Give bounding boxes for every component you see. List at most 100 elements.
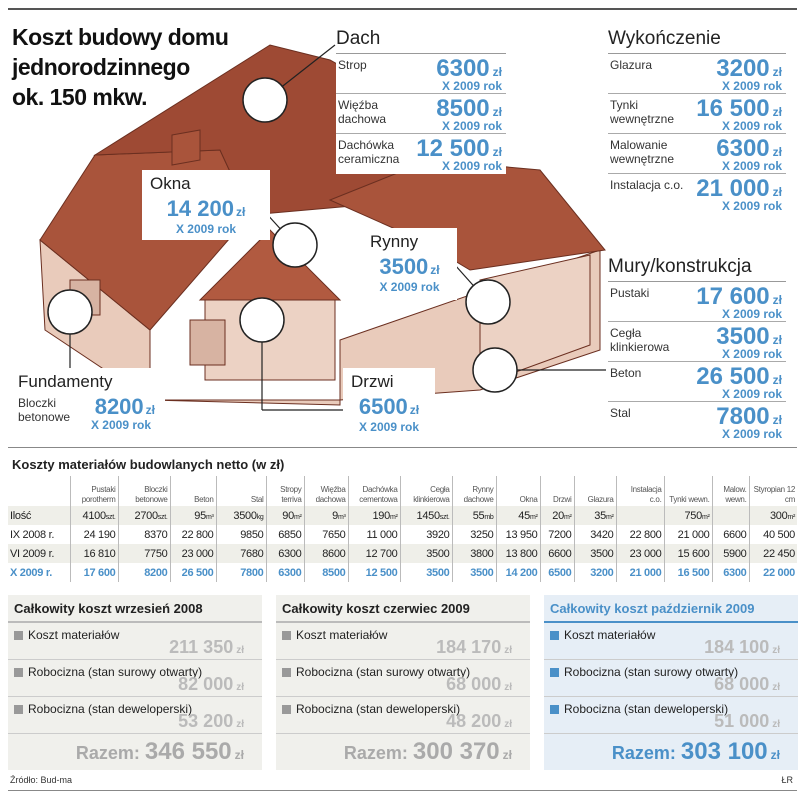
- detail-circle-roof: [242, 77, 288, 123]
- quantity-value: 4100: [82, 509, 107, 522]
- detail-circle-window: [272, 222, 318, 268]
- currency: zł: [772, 373, 782, 387]
- row-label: Malowanie wewnętrzne: [610, 138, 675, 166]
- row-label: Dachówka ceramiczna: [338, 138, 400, 166]
- bottom-rule: [8, 790, 797, 791]
- table-cell: 7750: [117, 544, 170, 563]
- table-cell: 6300: [265, 544, 304, 563]
- row-label: Stal: [610, 406, 631, 420]
- quantity-unit: szt.: [439, 513, 450, 521]
- table-cell: 6300: [711, 563, 749, 582]
- quantity-value: 750: [684, 509, 702, 522]
- currency: zł: [492, 145, 502, 159]
- quantity-value: 35: [594, 509, 606, 522]
- quantity-cell: 750m²: [663, 506, 712, 525]
- currency: zł: [772, 293, 782, 307]
- quantity-cell: 9m³: [303, 506, 348, 525]
- value-number: 6300: [716, 135, 770, 162]
- detail-circle-foundation: [47, 289, 93, 335]
- square-bullet-icon: [14, 705, 23, 714]
- panel-title: Mury/konstrukcja: [608, 256, 786, 282]
- quantity-cell: [711, 506, 749, 525]
- quantity-value: 95: [194, 509, 206, 522]
- quantity-cell: 90m²: [265, 506, 304, 525]
- quantity-unit: m²: [701, 513, 710, 521]
- value-number: 26 500: [696, 363, 770, 390]
- table-cell: 7200: [539, 525, 574, 544]
- summary-item-label: Robocizna (stan deweloperski): [296, 702, 461, 716]
- quantity-value: 20: [552, 509, 564, 522]
- table-cell: 26 500: [169, 563, 216, 582]
- table-cell: 3920: [399, 525, 452, 544]
- currency: zł: [492, 105, 502, 119]
- callout-year: X 2009 rok: [90, 418, 151, 432]
- detail-circle-door: [239, 297, 285, 343]
- value-number: 51 000: [714, 711, 770, 731]
- quantity-unit: m³: [337, 513, 346, 521]
- quantity-cell: 20m²: [539, 506, 574, 525]
- row-label: Pustaki: [610, 286, 650, 300]
- summary-title: Całkowity koszt czerwiec 2009: [276, 595, 530, 623]
- currency: zł: [492, 65, 502, 79]
- value-number: 16 500: [696, 95, 770, 122]
- author-initials: ŁR: [781, 775, 793, 785]
- value-number: 6300: [436, 55, 490, 82]
- table-cell: 13 950: [495, 525, 540, 544]
- total-value: 303 100: [680, 738, 768, 765]
- value-number: 53 200: [178, 711, 234, 731]
- row-label: Cegła klinkierowa: [610, 326, 670, 354]
- quantity-unit: m³: [205, 513, 214, 521]
- row-label: X 2009 r.: [10, 566, 52, 579]
- table-cell: 6850: [265, 525, 304, 544]
- table-cell: 17 600: [69, 563, 118, 582]
- table-cell: 3800: [451, 544, 496, 563]
- table-cell: 13 800: [495, 544, 540, 563]
- column-header: Pustaki porotherm: [69, 476, 118, 506]
- summary-item-label: Robocizna (stan surowy otwarty): [28, 665, 203, 679]
- table-cell: 14 200: [495, 563, 540, 582]
- currency: zł: [504, 682, 512, 693]
- summary-item-label: Robocizna (stan surowy otwarty): [564, 665, 739, 679]
- column-header: Okna: [495, 476, 540, 506]
- table-cell: 3250: [451, 525, 496, 544]
- table-cell: 8370: [117, 525, 170, 544]
- currency: zł: [236, 645, 244, 656]
- column-header: Dachówka cementowa: [347, 476, 400, 506]
- source-note: Źródło: Bud-ma: [10, 775, 73, 785]
- quantity-unit: m²: [389, 513, 398, 521]
- quantity-unit: szt.: [105, 513, 116, 521]
- title-line: Koszt budowy domu: [12, 24, 229, 50]
- value-number: 8500: [436, 95, 490, 122]
- currency: zł: [504, 645, 512, 656]
- column-header: Więźba dachowa: [303, 476, 348, 506]
- table-cell: 7680: [215, 544, 266, 563]
- table-cell: 23 000: [615, 544, 664, 563]
- callout-title: Drzwi: [351, 372, 394, 391]
- column-header: Bloczki betonowe: [117, 476, 170, 506]
- table-cell: 11 000: [347, 525, 400, 544]
- value-number: 68 000: [446, 674, 502, 694]
- table-cell: 22 000: [748, 563, 797, 582]
- quantity-cell: 95m³: [169, 506, 216, 525]
- table-cell: 3200: [573, 563, 616, 582]
- table-cell: 3500: [573, 544, 616, 563]
- top-rule: [8, 8, 797, 10]
- row-year: X 2009 rok: [441, 79, 502, 93]
- square-bullet-icon: [282, 705, 291, 714]
- currency: zł: [772, 719, 780, 730]
